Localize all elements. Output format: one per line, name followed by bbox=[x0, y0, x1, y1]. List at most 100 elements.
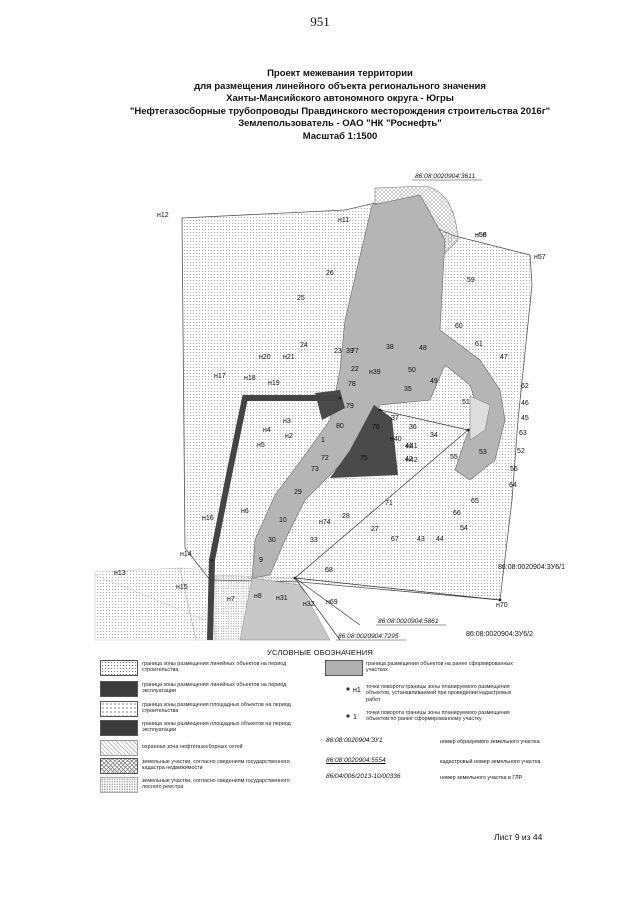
title-line: "Нефтегазосборные трубопроводы Правдинск… bbox=[129, 105, 551, 117]
point-label: н41 bbox=[406, 443, 418, 450]
point-label: 50 bbox=[408, 367, 416, 374]
page-number: 951 bbox=[310, 14, 330, 29]
svg-text:1: 1 bbox=[353, 714, 357, 721]
point-label: 30 bbox=[268, 537, 276, 544]
point-label: 72 bbox=[321, 455, 329, 462]
point-label: 55 bbox=[450, 454, 458, 461]
point-label: 43 bbox=[417, 536, 425, 543]
point-label: 71 bbox=[385, 500, 393, 507]
point-label: н57 bbox=[534, 254, 546, 261]
title-line: Ханты-Мансийского автономного округа - Ю… bbox=[226, 93, 454, 105]
point-label: 33 bbox=[310, 537, 318, 544]
point-label: н40 bbox=[390, 436, 402, 443]
point-marker bbox=[210, 558, 214, 562]
legend-swatch-existing-objects bbox=[325, 660, 363, 676]
legend-label: земельные участки, согласно сведениям го… bbox=[142, 778, 290, 791]
svg-text:н1: н1 bbox=[353, 687, 361, 694]
point-label: н16 bbox=[202, 515, 214, 522]
existing-corridor-lower bbox=[239, 577, 331, 641]
point-markers bbox=[210, 396, 502, 602]
title-line: Проект межевания территории bbox=[267, 68, 413, 79]
point-marker bbox=[378, 408, 382, 412]
point-label: 53 bbox=[479, 449, 487, 456]
point-label: 62 bbox=[521, 383, 529, 390]
title-line: Масштаб 1:1500 bbox=[302, 130, 378, 142]
title-line: для размещения линейного объекта региона… bbox=[194, 80, 486, 92]
point-label: 38 bbox=[386, 344, 394, 351]
legend-label: граница зоны размещения площадных объект… bbox=[142, 702, 291, 715]
legend-label: точки поворота границы зоны планируемого… bbox=[366, 684, 512, 703]
point-label: 24 bbox=[300, 342, 308, 349]
point-label: 28 bbox=[342, 513, 350, 520]
point-label: н69 bbox=[326, 599, 338, 606]
point-label: 63 bbox=[519, 430, 527, 437]
point-label: н56 bbox=[475, 232, 487, 239]
point-label: н42 bbox=[406, 457, 418, 464]
point-label: 76 bbox=[372, 424, 380, 431]
point-label: 79 bbox=[346, 403, 354, 410]
point-label: 77 bbox=[351, 348, 359, 355]
point-label: н11 bbox=[338, 217, 349, 224]
point-label: 22 bbox=[351, 366, 359, 373]
cadastral-label-right2: 86:08:0020904:ЗУ6/2 bbox=[466, 631, 533, 638]
point-label: 48 bbox=[419, 345, 427, 352]
legend-code-desc: кадастровый номер земельного участка bbox=[440, 759, 541, 765]
point-label: 23 bbox=[334, 348, 342, 355]
point-label: 65 bbox=[471, 498, 479, 505]
point-label: 42 bbox=[405, 456, 413, 463]
point-label: н31 bbox=[276, 595, 288, 602]
legend-label: граница зоны размещения линейных объекто… bbox=[142, 661, 287, 674]
point-marker bbox=[338, 396, 342, 400]
point-label: н2 bbox=[285, 433, 293, 440]
legend-code: 86:08:0020904:ЗУ1 bbox=[326, 737, 383, 744]
point-label: 64 bbox=[509, 482, 517, 489]
point-label: н19 bbox=[268, 380, 280, 387]
point-label: 41 bbox=[405, 443, 413, 450]
point-label: 9 bbox=[259, 557, 263, 564]
point-label: н4 bbox=[263, 427, 271, 434]
legend-code: 86:08:0020904:5554 bbox=[326, 757, 386, 764]
sheet-number: Лист 9 из 44 bbox=[494, 832, 543, 842]
point-marker bbox=[293, 576, 297, 580]
point-label: н14 bbox=[180, 551, 192, 558]
point-label: 47 bbox=[500, 354, 508, 361]
legend-swatch-forest-parcels bbox=[100, 777, 138, 793]
point-label: н39 bbox=[369, 369, 381, 376]
point-label: 37 bbox=[391, 415, 399, 422]
cadastral-label-bottom: 86:08:0020904:7295 bbox=[338, 633, 399, 640]
existing-corridor bbox=[251, 194, 506, 579]
point-label: 44 bbox=[436, 536, 444, 543]
point-label: 59 bbox=[467, 277, 475, 284]
point-label: 49 bbox=[430, 378, 438, 385]
title-line: Землепользователь - ОАО "НК "Роснефть" bbox=[238, 118, 442, 130]
point-label: н3 bbox=[283, 418, 291, 425]
point-label: 75 bbox=[360, 455, 368, 462]
cadastral-label-right1: 86:08:0020904:ЗУ6/1 bbox=[498, 564, 565, 571]
legend-label: граница зоны размещения линейных объекто… bbox=[142, 682, 287, 695]
legend-label: земельные участки, согласно сведениям го… bbox=[142, 759, 290, 772]
point-label: 66 bbox=[453, 510, 461, 517]
point-label: 29 bbox=[294, 489, 302, 496]
point-label: 68 bbox=[325, 567, 333, 574]
point-label: 56 bbox=[510, 466, 518, 473]
point-label: 60 bbox=[455, 323, 463, 330]
point-label: н32 bbox=[303, 601, 315, 608]
cadastral-label-top: 86:08:0020904:3611 bbox=[415, 173, 475, 180]
boundary-lines bbox=[294, 409, 501, 641]
legend-swatch-cadastral-parcels bbox=[100, 758, 138, 774]
legend-title: УСЛОВНЫЕ ОБОЗНАЧЕНИЯ bbox=[267, 648, 373, 657]
point-label: н5 bbox=[257, 442, 265, 449]
point-label: н58 bbox=[475, 232, 487, 239]
point-label: 51 bbox=[462, 399, 470, 406]
point-label: н15 bbox=[176, 584, 188, 591]
legend-label: точки поворота границы зоны планируемого… bbox=[366, 710, 510, 723]
point-marker bbox=[466, 428, 470, 432]
point-label: н21 bbox=[283, 354, 295, 361]
point-label: н12 bbox=[157, 212, 169, 219]
point-label: н18 bbox=[244, 375, 256, 382]
point-label: 73 bbox=[311, 466, 319, 473]
point-label: 1 bbox=[321, 437, 325, 444]
legend-label: граница размещения объектов на ранее сфо… bbox=[366, 661, 513, 674]
